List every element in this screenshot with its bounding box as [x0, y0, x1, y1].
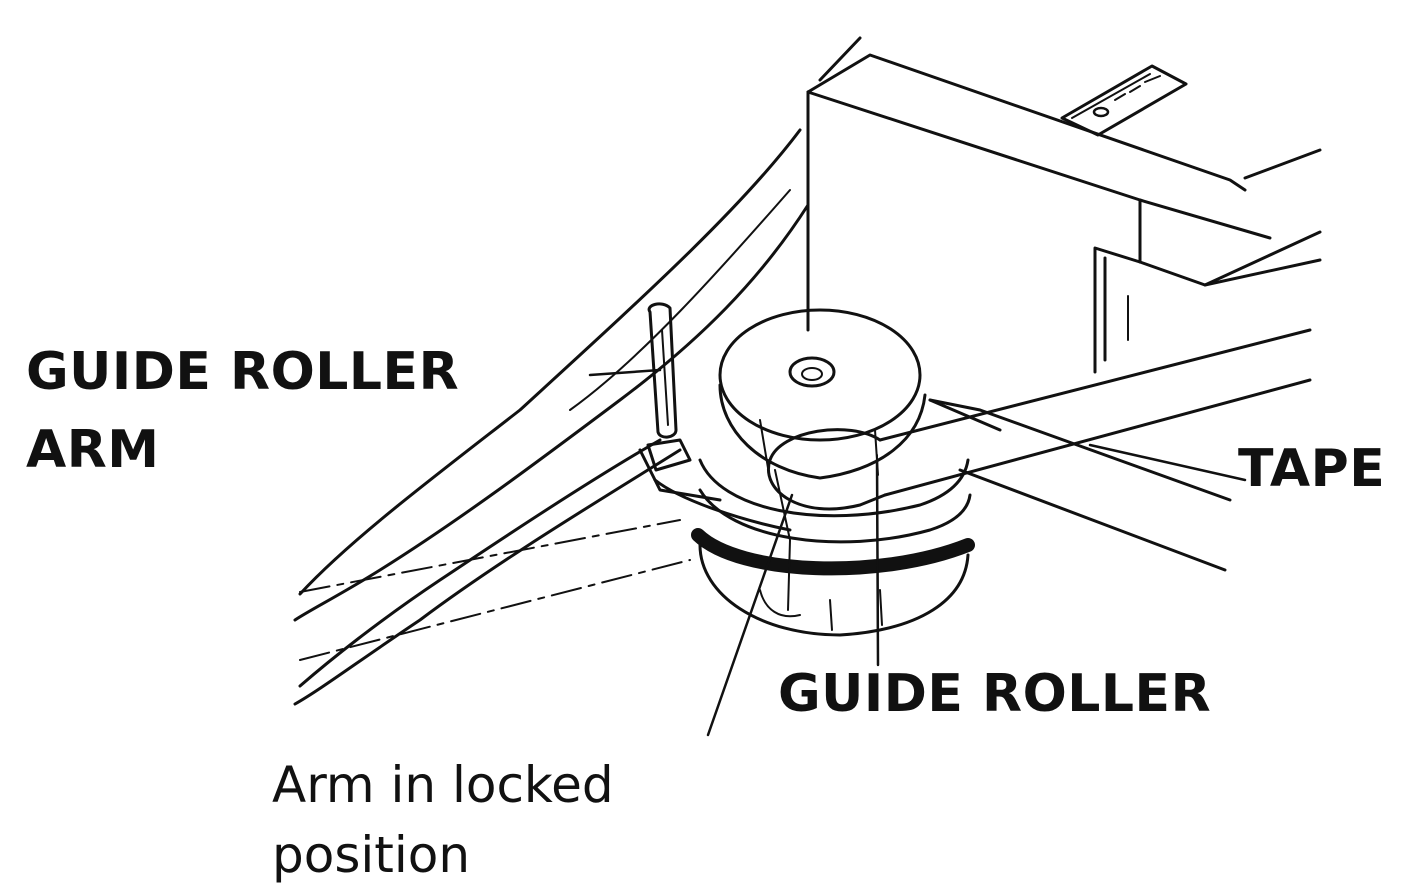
label-arm-locked-line2: position [272, 826, 471, 884]
label-tape: TAPE [1238, 439, 1386, 499]
guide-rails [293, 128, 810, 706]
leader-locked-arm [706, 493, 794, 737]
guide-roller [691, 308, 975, 641]
label-guide-roller-arm-line2: ARM [26, 420, 160, 480]
roller-base-plate [928, 398, 1232, 572]
label-arm-locked-line1: Arm in locked [272, 756, 614, 814]
guide-roller-arm-post [638, 302, 792, 532]
label-guide-roller-arm-line1: GUIDE ROLLER [26, 342, 460, 402]
tape-band [767, 328, 1312, 511]
leader-tape [1088, 443, 1247, 482]
label-guide-roller: GUIDE ROLLER [778, 664, 1212, 724]
deck-housing [806, 36, 1322, 374]
leader-guide-roller [875, 458, 880, 667]
leader-lines [588, 368, 1247, 737]
leader-guide-roller-arm [588, 368, 662, 377]
